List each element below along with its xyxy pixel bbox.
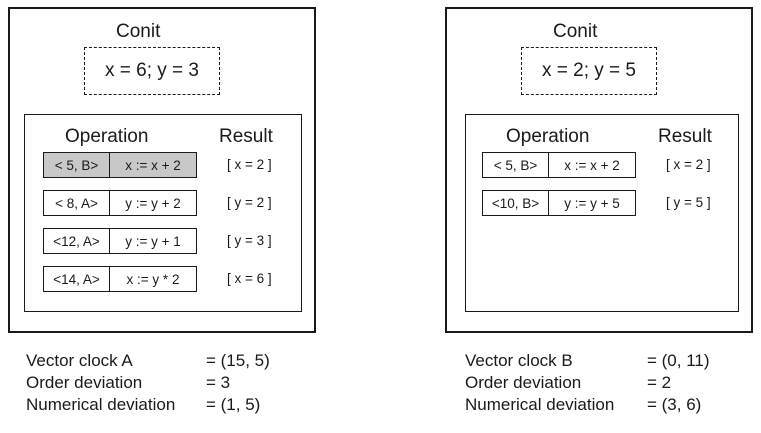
operation-timestamp: <14, A> xyxy=(44,267,110,291)
stat-row: Order deviation = 2 xyxy=(465,372,710,394)
operation-header-a: Operation xyxy=(65,126,149,147)
operation-log-a: Operation Result < 5, B> x := x + 2 [ x … xyxy=(24,114,302,312)
stat-label: Numerical deviation xyxy=(465,395,615,414)
operation-result: [ y = 2 ] xyxy=(227,195,272,210)
operation-expression: y := y + 1 xyxy=(125,233,181,249)
operation-header-b: Operation xyxy=(506,126,590,147)
operation-row: < 5, B> x := x + 2 xyxy=(482,152,636,178)
operation-timestamp: < 5, B> xyxy=(483,153,549,177)
operation-row: <10, B> y := y + 5 xyxy=(482,190,636,216)
operation-expression: x := x + 2 xyxy=(564,157,620,173)
stat-row: Numerical deviation = (1, 5) xyxy=(26,394,270,416)
stat-value: = (15, 5) xyxy=(206,351,270,370)
stat-row: Numerical deviation = (3, 6) xyxy=(465,394,710,416)
result-header-a: Result xyxy=(219,126,273,147)
operation-row: < 5, B> x := x + 2 xyxy=(43,152,197,178)
operation-result: [ x = 6 ] xyxy=(227,271,272,286)
stat-value: = (0, 11) xyxy=(647,351,710,370)
operation-expression: y := y + 5 xyxy=(564,195,620,211)
operation-result: [ y = 5 ] xyxy=(666,195,711,210)
conit-b-value: x = 2; y = 5 xyxy=(521,47,657,95)
operation-timestamp: <10, B> xyxy=(483,191,549,215)
operation-log-b: Operation Result < 5, B> x := x + 2 [ x … xyxy=(465,114,739,312)
operation-row: < 8, A> y := y + 2 xyxy=(43,190,197,216)
replica-a-box: Conit x = 6; y = 3 Operation Result < 5,… xyxy=(8,7,316,333)
result-header-b: Result xyxy=(658,126,712,147)
stat-row: Vector clock A = (15, 5) xyxy=(26,350,270,372)
stat-value: = 3 xyxy=(206,373,231,392)
operation-timestamp: < 8, A> xyxy=(44,191,110,215)
conit-b-title: Conit xyxy=(553,21,598,42)
replica-b-stats: Vector clock B = (0, 11) Order deviation… xyxy=(465,350,710,416)
operation-result: [ y = 3 ] xyxy=(227,233,272,248)
replica-b-box: Conit x = 2; y = 5 Operation Result < 5,… xyxy=(445,7,753,333)
stat-value: = (1, 5) xyxy=(206,395,261,414)
operation-timestamp: <12, A> xyxy=(44,229,110,253)
stat-row: Vector clock B = (0, 11) xyxy=(465,350,710,372)
stat-value: = (3, 6) xyxy=(647,395,702,414)
stat-value: = 2 xyxy=(647,373,672,392)
operation-expression: x := x + 2 xyxy=(110,153,196,177)
stat-label: Vector clock A xyxy=(26,351,133,370)
stat-label: Order deviation xyxy=(26,373,143,392)
conit-a-value: x = 6; y = 3 xyxy=(84,47,220,95)
operation-timestamp: < 5, B> xyxy=(44,153,110,177)
operation-result: [ x = 2 ] xyxy=(227,157,272,172)
operation-row: <12, A> y := y + 1 xyxy=(43,228,197,254)
operation-expression: y := y + 2 xyxy=(125,195,181,211)
operation-result: [ x = 2 ] xyxy=(666,157,711,172)
conit-a-title: Conit xyxy=(116,21,161,42)
stat-label: Numerical deviation xyxy=(26,395,176,414)
replica-a-stats: Vector clock A = (15, 5) Order deviation… xyxy=(26,350,270,416)
stat-row: Order deviation = 3 xyxy=(26,372,270,394)
operation-row: <14, A> x := y * 2 xyxy=(43,266,197,292)
stat-label: Order deviation xyxy=(465,373,582,392)
operation-expression: x := y * 2 xyxy=(126,271,180,287)
stat-label: Vector clock B xyxy=(465,351,573,370)
